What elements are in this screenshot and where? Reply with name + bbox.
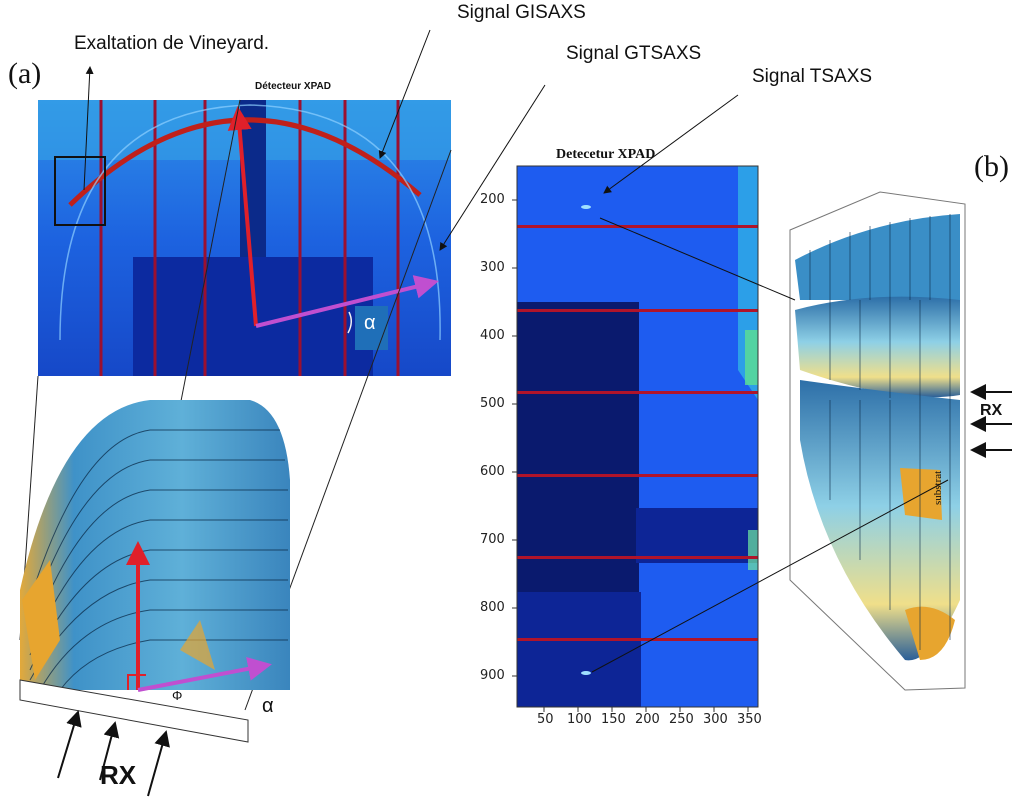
y-tick-700: 700 (480, 532, 505, 547)
gisaxs-annotation: Signal GISAXS (457, 2, 586, 23)
rx-label-a: RX (100, 760, 137, 790)
x-tick-300: 300 (703, 712, 728, 727)
vineyard-annotation: Exaltation de Vineyard. (74, 33, 270, 54)
xpad-detector-image (512, 165, 759, 712)
y-tick-900: 900 (480, 668, 505, 683)
panel-a-3d-tube (19, 400, 290, 797)
gtsaxs-annotation: Signal GTSAXS (566, 43, 702, 64)
connector-lines (591, 217, 949, 673)
panel-a-detector-image (38, 100, 451, 376)
alpha-symbol: α (364, 312, 376, 334)
x-tick-350: 350 (737, 712, 762, 727)
tsaxs-annotation: Signal TSAXS (752, 66, 873, 87)
y-tick-400: 400 (480, 328, 505, 343)
x-tick-150: 150 (601, 712, 626, 727)
substrat-label: substrat (932, 470, 944, 505)
y-tick-200: 200 (480, 192, 505, 207)
phi-symbol: Φ (172, 688, 183, 703)
alpha-symbol-tube: α (262, 695, 274, 717)
x-tick-50: 50 (537, 712, 554, 727)
annotation-arrows (83, 29, 739, 251)
x-tick-100: 100 (567, 712, 592, 727)
x-tick-250: 250 (669, 712, 694, 727)
y-tick-600: 600 (480, 464, 505, 479)
panel-b-3d-stack (789, 191, 1012, 691)
y-tick-300: 300 (480, 260, 505, 275)
xpad-title: Detecetur XPAD (556, 147, 656, 162)
y-tick-500: 500 (480, 396, 505, 411)
panel-a-label: (a) (8, 57, 42, 90)
panel-b-label: (b) (974, 150, 1009, 183)
x-tick-200: 200 (635, 712, 660, 727)
detector-xpad-title: Détecteur XPAD (255, 81, 331, 92)
y-tick-800: 800 (480, 600, 505, 615)
rx-label-b: RX (980, 402, 1003, 419)
